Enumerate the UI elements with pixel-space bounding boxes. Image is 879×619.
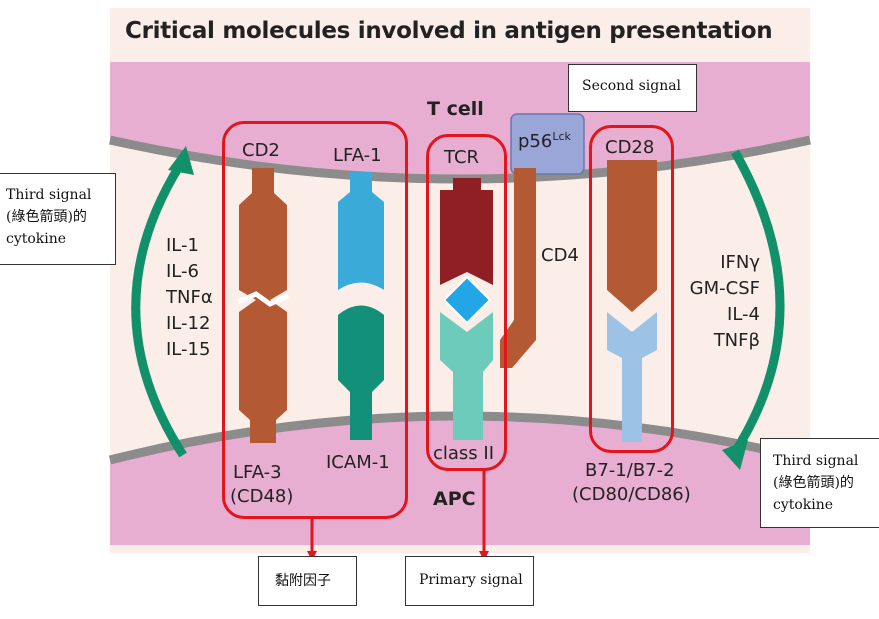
- apc-label: APC: [433, 488, 476, 510]
- left-cytokine: TNFα: [166, 287, 213, 308]
- third-left-line: cytokine: [6, 231, 67, 247]
- p56-lck-box: [510, 113, 585, 175]
- apc-membrane: [110, 416, 810, 545]
- p56-lck-label: p56Lck: [518, 130, 571, 152]
- cd28-b7-molecule: [607, 160, 657, 442]
- lfa1-icam1-molecule: [338, 172, 384, 440]
- cd28-label: CD28: [605, 137, 655, 158]
- figure-title: Critical molecules involved in antigen p…: [125, 18, 773, 44]
- right-cytokine: TNFβ: [713, 330, 760, 351]
- b7-label-line1: B7-1/B7-2: [585, 460, 675, 481]
- adhesion-highlight-box: [222, 121, 408, 519]
- third-right-line: cytokine: [773, 497, 834, 513]
- left-cytokine: IL-15: [166, 339, 211, 360]
- antigen-peptide: [442, 275, 492, 325]
- left-cytokine: IL-12: [166, 313, 211, 334]
- third-signal-right-callout: Third signal (綠色箭頭)的 cytokine: [760, 438, 879, 528]
- icam1-label: ICAM-1: [326, 452, 390, 473]
- third-right-line: (綠色箭頭)的: [773, 475, 854, 491]
- t-cell-label: T cell: [427, 98, 484, 120]
- b7-label-line2: (CD80/CD86): [572, 484, 691, 505]
- tcr-label: TCR: [444, 147, 480, 168]
- left-cytokine: IL-6: [166, 261, 199, 282]
- right-cytokine: IL-4: [727, 304, 760, 325]
- second-signal-text: Second signal: [582, 78, 682, 94]
- cd4-molecule: [500, 168, 536, 368]
- cd2-lfa3-molecule: [236, 168, 290, 443]
- cd4-label: CD4: [541, 245, 579, 266]
- second-signal-callout: Second signal: [568, 64, 697, 112]
- third-left-line: (綠色箭頭)的: [6, 209, 87, 225]
- primary-signal-callout: Primary signal: [405, 556, 534, 606]
- left-cytokine-list: IL-1 IL-6 TNFα IL-12 IL-15: [166, 233, 213, 363]
- third-signal-left-callout: Third signal (綠色箭頭)的 cytokine: [0, 173, 116, 265]
- third-right-line: Third signal: [773, 453, 859, 469]
- lfa3-label-line2: (CD48): [230, 486, 294, 507]
- primary-signal-text: Primary signal: [419, 572, 523, 588]
- primary-highlight-box: [426, 134, 507, 471]
- left-green-arrow: [131, 146, 194, 458]
- lfa1-label: LFA-1: [333, 145, 382, 166]
- cd2-label: CD2: [242, 140, 280, 161]
- adhesion-factor-text: 黏附因子: [275, 573, 331, 589]
- right-cytokine-list: IFNγ GM-CSF IL-4 TNFβ: [680, 250, 760, 354]
- class2-label: class II: [433, 443, 495, 464]
- lck-superscript: Lck: [552, 130, 571, 143]
- adhesion-factor-callout: 黏附因子: [258, 556, 357, 606]
- tcr-mhc-molecule: [440, 178, 493, 440]
- right-cytokine: IFNγ: [720, 252, 760, 273]
- right-cytokine: GM-CSF: [689, 278, 760, 299]
- costim-highlight-box: [589, 125, 674, 453]
- left-cytokine: IL-1: [166, 235, 199, 256]
- lfa3-label-line1: LFA-3: [233, 462, 282, 483]
- p56-base-text: p56: [518, 131, 553, 152]
- third-left-line: Third signal: [6, 187, 92, 203]
- right-green-arrow: [722, 149, 785, 470]
